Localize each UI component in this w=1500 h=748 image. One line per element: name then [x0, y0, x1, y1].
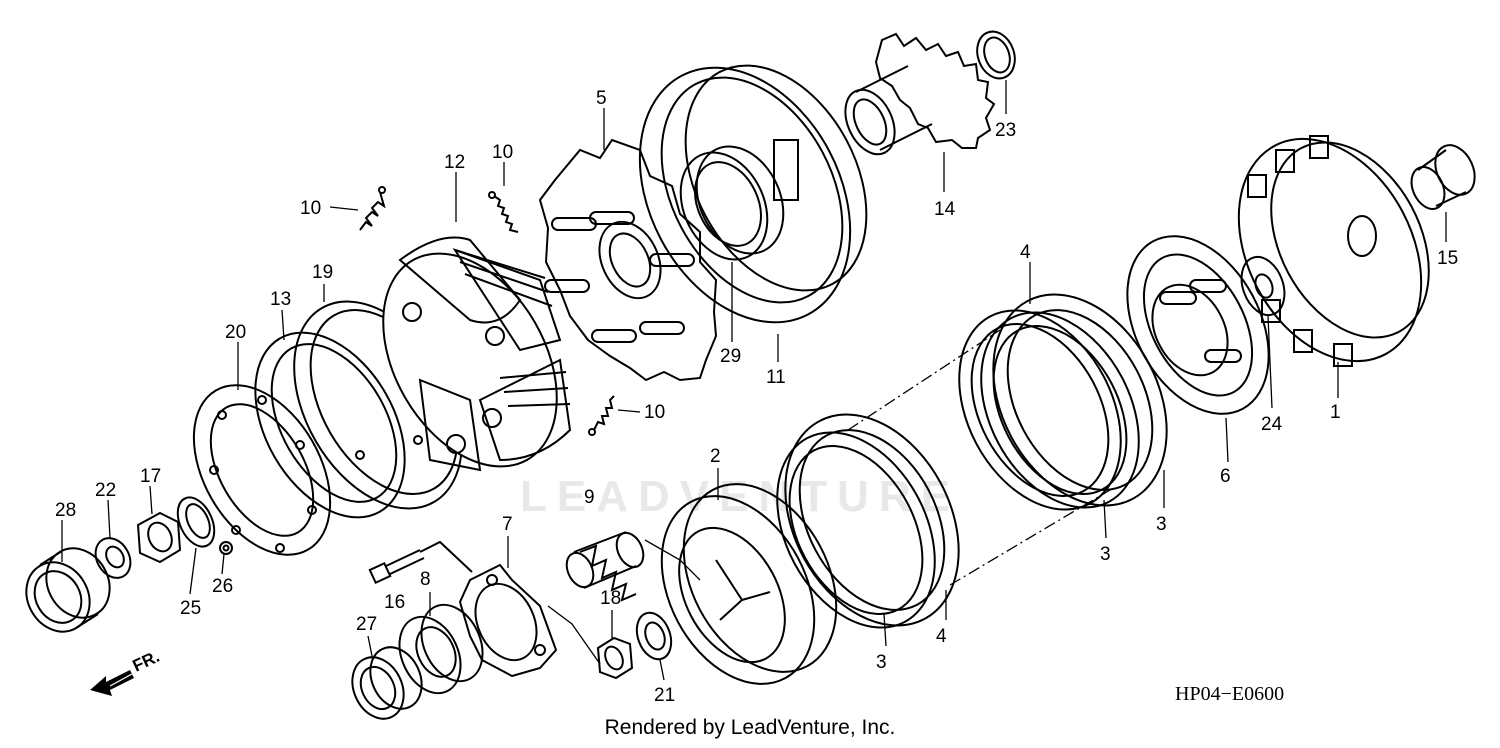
callout-4-upper: 4 — [1020, 242, 1031, 263]
callout-9: 9 — [584, 487, 595, 508]
callout-12: 12 — [444, 152, 465, 173]
part-20-plate[interactable] — [166, 361, 358, 578]
part-16-bolt[interactable] — [368, 540, 473, 585]
callout-5: 5 — [596, 88, 607, 109]
callout-29: 29 — [720, 346, 741, 367]
callout-8: 8 — [420, 569, 431, 590]
part-10-spring-lower[interactable] — [588, 395, 615, 436]
callout-27: 27 — [356, 614, 377, 635]
part-12-clutch-weight-assembly[interactable] — [348, 223, 593, 497]
leader-lines — [61, 80, 1447, 681]
alignment-line-lower — [949, 489, 1111, 586]
part-18-nut[interactable] — [596, 636, 634, 680]
part-24-thrust-washer[interactable] — [1234, 251, 1292, 321]
callout-3-right: 3 — [1156, 514, 1167, 535]
callout-19: 19 — [312, 262, 333, 283]
credit-text: Rendered by LeadVenture, Inc. — [604, 716, 896, 739]
part-1-clutch-housing[interactable] — [1202, 107, 1460, 392]
part-3-clutch-plate-upper-a[interactable] — [949, 285, 1170, 534]
part-7-plate[interactable] — [458, 563, 558, 678]
part-3-clutch-plate-lower[interactable] — [745, 405, 966, 654]
callout-11: 11 — [766, 367, 786, 388]
part-28-bearing[interactable] — [14, 537, 122, 643]
callout-6: 6 — [1220, 466, 1231, 487]
part-10-spring-upper-left[interactable] — [359, 186, 386, 231]
part-4-friction-disc-lower[interactable] — [751, 384, 994, 655]
leader-7 — [547, 605, 601, 665]
part-4-friction-disc-upper[interactable] — [959, 264, 1202, 535]
alignment-line-upper — [847, 329, 1001, 431]
callout-22: 22 — [95, 480, 116, 501]
callout-14: 14 — [934, 199, 956, 220]
callout-18: 18 — [600, 588, 621, 609]
watermark: LEADVENTURE — [520, 472, 961, 521]
callout-labels: 28 22 17 25 26 20 13 19 10 12 10 5 10 29… — [55, 88, 1458, 706]
callout-26: 26 — [212, 576, 233, 597]
callout-4-lower: 4 — [936, 626, 947, 647]
part-10-spring-upper-right[interactable] — [488, 191, 519, 233]
part-2-pressure-plate[interactable] — [631, 458, 867, 710]
front-arrow-icon: FR. — [90, 647, 163, 696]
callout-13: 13 — [270, 289, 291, 310]
part-11-clutch-outer-drum[interactable] — [598, 31, 903, 359]
part-8-oil-seal[interactable] — [388, 595, 495, 703]
callout-17: 17 — [140, 466, 161, 487]
callout-23: 23 — [995, 120, 1016, 141]
part-17-nut[interactable] — [136, 511, 182, 564]
part-15-bushing[interactable] — [1405, 139, 1482, 214]
callout-10-left: 10 — [300, 198, 321, 219]
part-14-primary-drive-gear[interactable] — [836, 32, 996, 162]
callout-3-middle: 3 — [1100, 544, 1111, 565]
callout-10-upper: 10 — [492, 142, 513, 163]
callout-20: 20 — [225, 322, 246, 343]
part-26-pin[interactable] — [219, 541, 233, 555]
callout-25: 25 — [180, 598, 201, 619]
callout-24: 24 — [1261, 414, 1283, 435]
part-21-washer[interactable] — [631, 608, 677, 664]
callout-28: 28 — [55, 500, 76, 521]
part-23-snap-ring[interactable] — [971, 26, 1021, 83]
callout-3-lower: 3 — [876, 652, 887, 673]
part-25-washer[interactable] — [171, 492, 222, 553]
part-6-clutch-center[interactable] — [1099, 212, 1298, 438]
callout-2: 2 — [710, 446, 721, 467]
part-9-clutch-spring[interactable] — [562, 529, 649, 602]
callout-16: 16 — [384, 592, 405, 613]
part-5-drive-plate[interactable] — [538, 138, 718, 382]
callout-21: 21 — [654, 685, 675, 706]
part-13-ring[interactable] — [225, 306, 436, 543]
part-3-clutch-plate-upper-b[interactable] — [927, 283, 1154, 538]
leader-9 — [644, 539, 701, 581]
diagram-code: HP04−E0600 — [1175, 683, 1285, 705]
part-22-washer[interactable] — [89, 532, 138, 584]
part-27-bearing[interactable] — [343, 639, 432, 727]
front-direction-indicator: FR. — [90, 647, 180, 703]
callout-1: 1 — [1330, 402, 1341, 423]
callout-10-lower: 10 — [644, 402, 665, 423]
callout-7: 7 — [502, 514, 513, 535]
part-29-one-way-clutch[interactable] — [664, 132, 800, 273]
front-label: FR. — [130, 648, 163, 676]
callout-15: 15 — [1437, 248, 1458, 269]
